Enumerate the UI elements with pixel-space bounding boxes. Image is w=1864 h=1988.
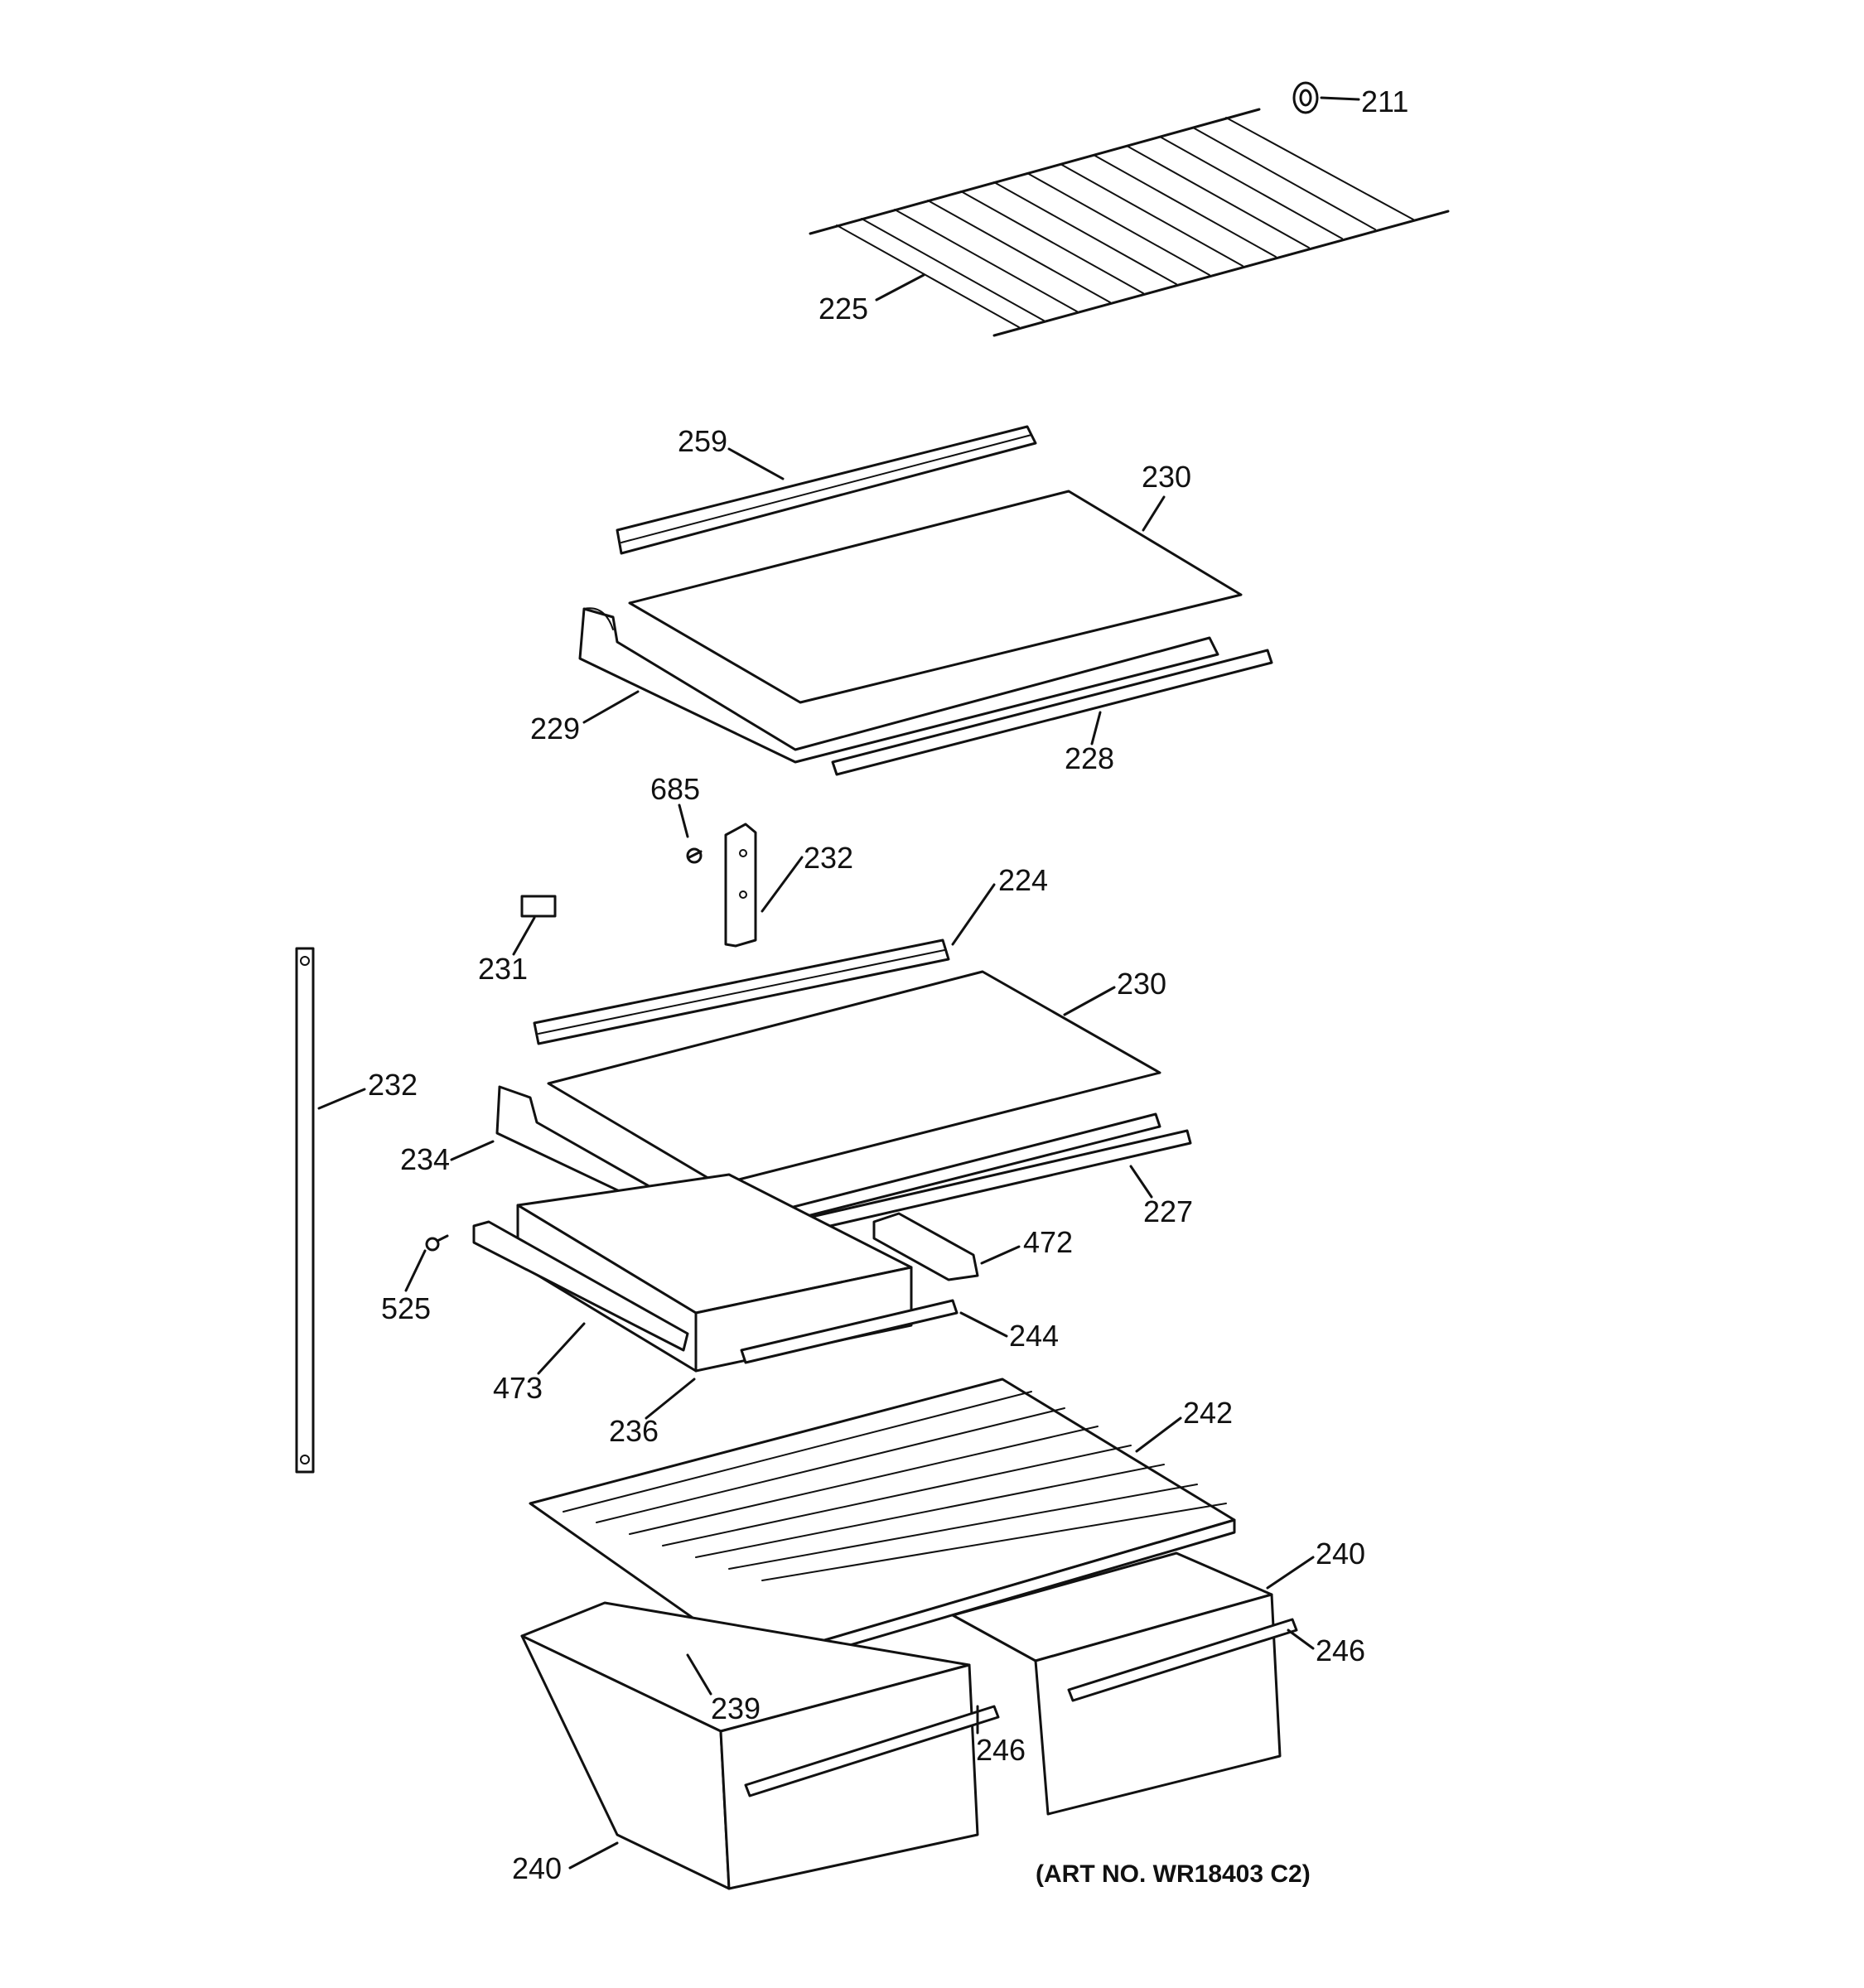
leader-234	[450, 1140, 495, 1161]
callout-239: 239	[711, 1691, 761, 1725]
part-230-glass-shelf-upper	[628, 490, 1243, 704]
leader-230b	[1063, 986, 1116, 1016]
callout-246-left: 246	[976, 1733, 1026, 1767]
part-259-shelf-trim	[616, 425, 1037, 555]
part-525-screw	[425, 1234, 449, 1252]
art-number: (ART NO. WR18403 C2)	[1036, 1860, 1311, 1888]
part-225-wire-shelf	[809, 108, 1450, 337]
leader-230a	[1142, 495, 1166, 532]
leader-259	[727, 447, 785, 480]
callout-246-right: 246	[1316, 1633, 1365, 1667]
part-230-glass-shelf-lower	[547, 970, 1161, 1186]
part-240-crisper-drawer-left	[520, 1601, 979, 1890]
part-242-crisper-cover	[529, 1378, 1236, 1675]
part-228-shelf-trim-upper	[831, 649, 1273, 776]
leader-244	[959, 1311, 1008, 1338]
leader-228	[1090, 711, 1102, 746]
leader-473	[537, 1322, 586, 1375]
part-229-shelf-frame-upper	[578, 607, 1219, 764]
callout-232-long: 232	[368, 1068, 418, 1102]
leader-240a	[1266, 1556, 1315, 1590]
leader-239	[686, 1653, 712, 1696]
callout-231: 231	[478, 952, 528, 986]
callout-234: 234	[400, 1142, 450, 1176]
leader-236	[645, 1378, 696, 1420]
leader-240b	[568, 1841, 619, 1870]
part-244-drawer-trim	[740, 1299, 959, 1364]
leader-472	[980, 1245, 1021, 1265]
part-211-end-cap	[1292, 81, 1319, 114]
callout-685: 685	[650, 772, 700, 806]
part-231-shelf-stop	[520, 895, 557, 918]
part-246-drawer-handle-right	[1067, 1618, 1298, 1702]
leader-229	[582, 690, 640, 724]
leader-225	[875, 273, 925, 302]
part-224-shelf-trim	[533, 939, 950, 1045]
leader-211	[1320, 96, 1360, 101]
callout-259: 259	[678, 424, 727, 458]
leader-525	[404, 1249, 427, 1292]
part-232-rail-long	[295, 947, 315, 1474]
callout-211: 211	[1361, 84, 1408, 118]
callout-230-lower: 230	[1117, 967, 1166, 1001]
part-685-screw	[686, 847, 703, 864]
callout-229: 229	[530, 712, 580, 746]
leader-231	[512, 916, 536, 956]
leader-246a	[1287, 1629, 1315, 1650]
callout-236: 236	[609, 1414, 659, 1448]
callout-244: 244	[1009, 1319, 1059, 1353]
part-472-slide-rail	[872, 1212, 979, 1281]
callout-230-upper: 230	[1142, 460, 1191, 494]
callout-228: 228	[1065, 741, 1114, 775]
callout-225: 225	[819, 292, 868, 326]
part-232-rail-upper	[724, 823, 757, 948]
part-246-drawer-handle-left	[744, 1705, 1000, 1797]
callout-240-left: 240	[512, 1851, 562, 1885]
callout-labels: 211 225 259 230 229 228 685 232 224 231 …	[368, 84, 1408, 1885]
callout-240-right: 240	[1316, 1537, 1365, 1571]
leader-224	[951, 883, 996, 946]
leader-lines	[317, 96, 1360, 1870]
callout-232-upper: 232	[804, 841, 853, 875]
part-473-slide-rail	[472, 1220, 689, 1352]
callout-473: 473	[493, 1371, 543, 1405]
callout-525: 525	[381, 1291, 431, 1325]
leader-232a	[761, 856, 804, 913]
leader-232b	[317, 1088, 366, 1110]
callout-472: 472	[1023, 1225, 1073, 1259]
leader-227	[1129, 1165, 1153, 1199]
callout-242: 242	[1183, 1396, 1233, 1430]
callout-224: 224	[998, 863, 1048, 897]
leader-685	[678, 803, 689, 838]
leader-242	[1135, 1416, 1182, 1453]
callout-227: 227	[1143, 1194, 1193, 1228]
